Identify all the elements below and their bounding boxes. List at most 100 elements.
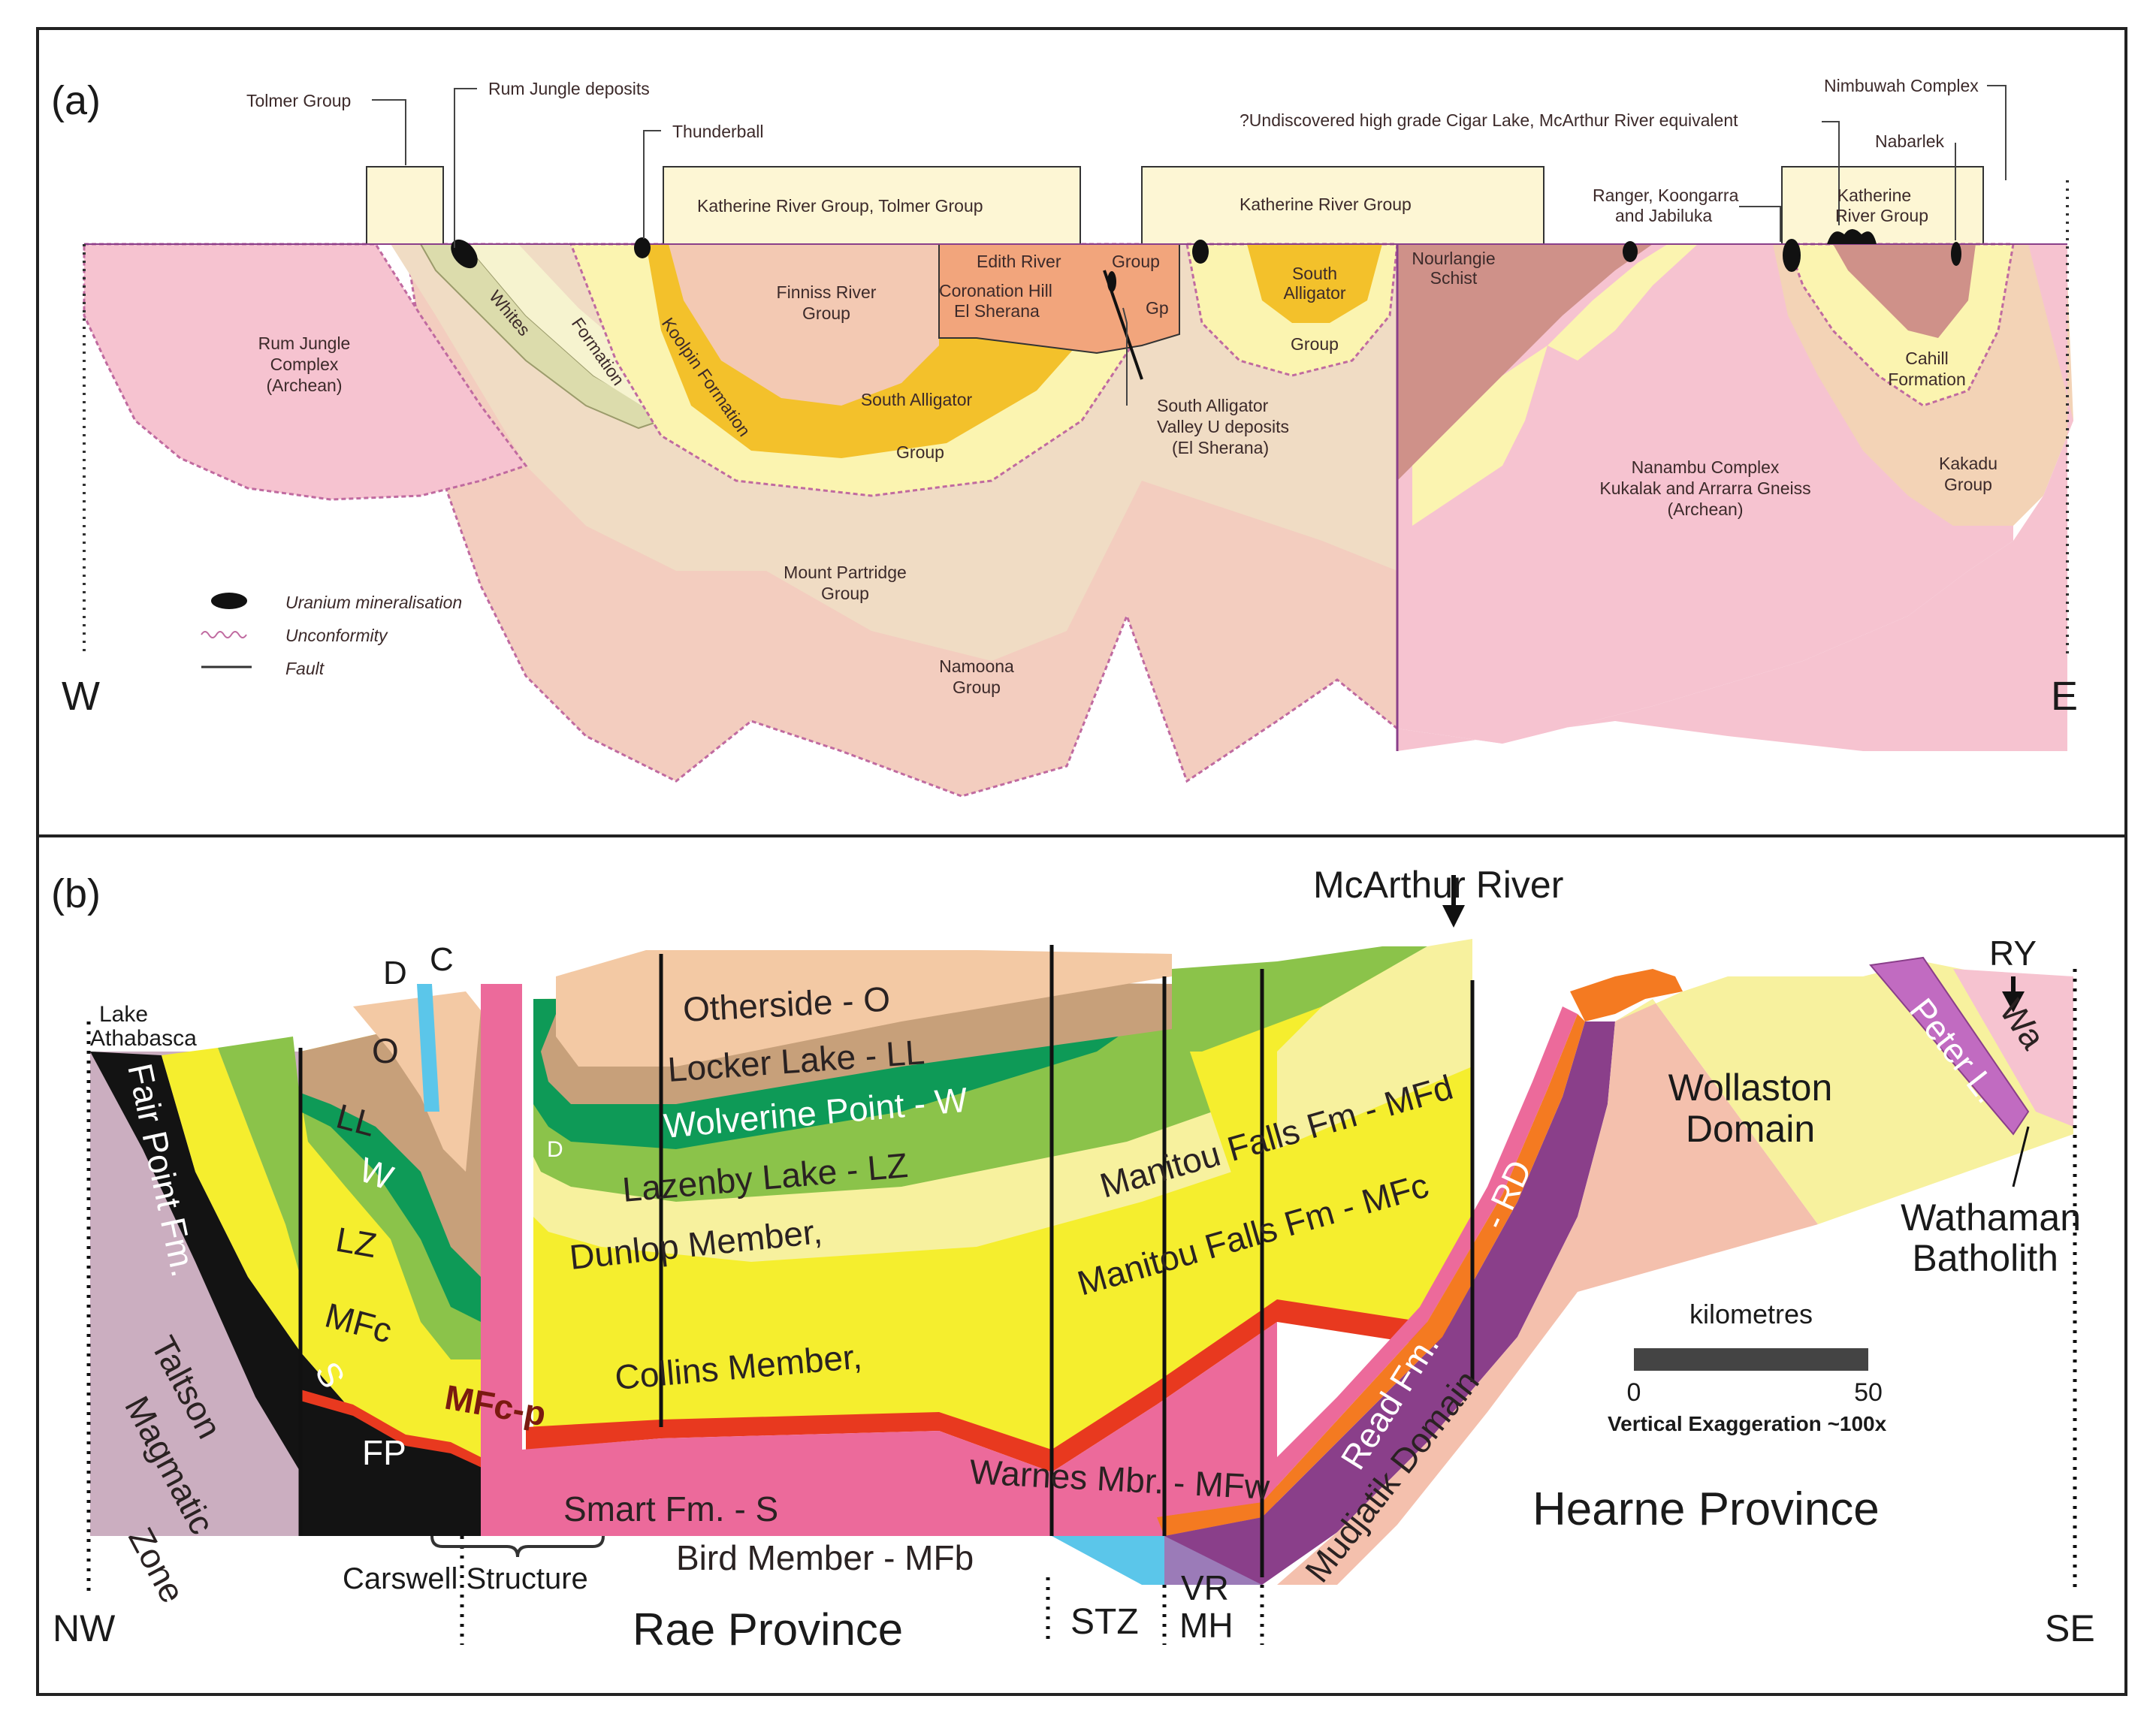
label-mh: MH [1179,1606,1234,1645]
tolmer-group-cover [366,166,444,245]
smart-formation-unit [526,1299,1472,1472]
callout-sa-valley-2: Valley U deposits [1157,417,1289,436]
label-rum-jungle-1: Rum Jungle [258,333,351,353]
bird-member-unit [522,1431,1052,1536]
callout-tolmer-group: Tolmer Group [246,91,351,110]
label-sa-group-2: Group [896,442,944,462]
coronation-hill-unit [938,243,1180,355]
mineralisation-ranger [1623,241,1638,262]
label-carswell-structure: Carswell Structure [343,1562,588,1595]
label-group-word: Group [1112,252,1160,271]
label-gp: Gp [1146,298,1169,318]
label-hearne-province: Hearne Province [1532,1483,1880,1535]
label-rum-jungle-3: (Archean) [267,376,343,395]
label-krg-tolmer: Katherine River Group, Tolmer Group [697,196,983,216]
mcarthur-river-arrow [1442,905,1465,928]
callout-ranger-2: and Jabiluka [1615,206,1712,225]
label-krg-right-2: River Group [1835,206,1928,225]
label-mount-partridge-1: Mount Partridge [784,563,907,582]
label-kakadu-2: Group [1944,475,1992,494]
callout-undiscovered: ?Undiscovered high grade Cigar Lake, McA… [1240,110,1738,130]
carswell-brace [430,1535,605,1558]
label-wathaman-2: Batholith [1912,1237,2058,1279]
callout-ranger-1: Ranger, Koongarra [1593,186,1739,205]
label-c-top: C [430,941,454,978]
panel-b [36,834,2127,1696]
label-mount-partridge-2: Group [821,584,869,603]
katherine-river-cover-right [1781,166,1984,245]
callout-thunderball: Thunderball [672,122,763,141]
finniss-river-group-unit [669,244,939,406]
direction-se: SE [2045,1607,2095,1649]
scale-zero: 0 [1627,1378,1641,1407]
ry-arrow [2002,991,2025,1012]
label-d-small: D [547,1137,563,1162]
label-ry: RY [1989,934,2037,973]
label-fp: FP [362,1433,406,1472]
direction-e: E [2051,674,2078,719]
label-rae-province: Rae Province [633,1604,903,1655]
scale-fifty: 50 [1854,1378,1883,1407]
label-vr: VR [1181,1568,1229,1607]
callout-sa-valley-3: (El Sherana) [1172,438,1269,457]
label-nanambu-1: Nanambu Complex [1632,457,1780,477]
label-wollaston-1: Wollaston [1668,1067,1833,1109]
legend-fault-label: Fault [285,659,325,678]
scale-title: kilometres [1689,1299,1813,1329]
label-sa-small-3: Group [1291,334,1339,354]
otherside-unit [556,950,1172,1067]
callout-nimbuwah-complex: Nimbuwah Complex [1824,76,1979,95]
label-finniss-2: Group [802,303,850,323]
label-sa-small-2: Alligator [1283,283,1345,303]
callout-sa-valley-1: South Alligator [1157,396,1269,415]
label-smart-fm: Smart Fm. - S [563,1489,778,1528]
nourlangie-schist-unit [1397,244,1653,481]
carswell-intrusion [481,984,522,1536]
label-bird-member: Bird Member - MFb [676,1538,974,1577]
label-mcarthur-river: McArthur River [1313,864,1563,906]
label-sa-small-1: South [1292,264,1337,283]
stz-blue-unit [1052,1536,1164,1585]
label-cahill-1: Cahill [1905,349,1949,368]
label-sa-group-1: South Alligator [861,390,973,409]
label-namoona-1: Namoona [939,656,1014,676]
label-coronation-2: El Sherana [954,301,1040,321]
direction-w: W [62,674,100,719]
label-nourlangie-2: Schist [1430,268,1478,288]
mineralisation-ranger-right [1783,239,1801,272]
label-d-top: D [383,955,407,991]
label-krg: Katherine River Group [1240,195,1412,214]
callout-rum-jungle-deposits: Rum Jungle deposits [488,79,650,98]
label-nanambu-3: (Archean) [1668,499,1744,519]
label-edith-river: Edith River [977,252,1061,271]
mineralisation-thunderball [634,237,651,258]
label-cahill-2: Formation [1888,370,1966,389]
label-lz: LZ [333,1220,379,1266]
label-kakadu-1: Kakadu [1939,454,1997,473]
legend-unconformity-symbol [201,631,247,638]
label-o: O [372,1031,399,1070]
label-lake: Lake [99,1002,148,1027]
label-wathaman-1: Wathaman [1901,1196,2081,1239]
label-wollaston-2: Domain [1686,1108,1815,1150]
fair-point-unit [90,1052,473,1536]
peter-lake-unit [1869,956,2030,1136]
scale-exaggeration: Vertical Exaggeration ~100x [1608,1412,1887,1435]
scale-bar [1634,1348,1868,1371]
label-namoona-2: Group [953,677,1001,697]
legend-mineralisation-symbol [211,593,247,609]
mineralisation-rum-jungle [451,239,478,269]
mineralisation-undiscovered [1827,229,1877,244]
legend-mineralisation-label: Uranium mineralisation [285,593,462,612]
label-coronation-1: Coronation Hill [939,281,1052,300]
label-krg-right-1: Katherine [1837,186,1911,205]
label-finniss-1: Finniss River [777,282,877,302]
rum-jungle-complex-unit [83,243,528,501]
panel-b-tag: (b) [51,871,101,916]
label-athabasca: Athabasca [90,1026,197,1051]
rd-purple-unit [1164,1021,1615,1585]
label-stz: STZ [1070,1602,1139,1642]
mineralisation-nabarlek [1951,242,1961,266]
callout-nabarlek: Nabarlek [1875,131,1945,151]
legend-unconformity-label: Unconformity [285,626,388,645]
